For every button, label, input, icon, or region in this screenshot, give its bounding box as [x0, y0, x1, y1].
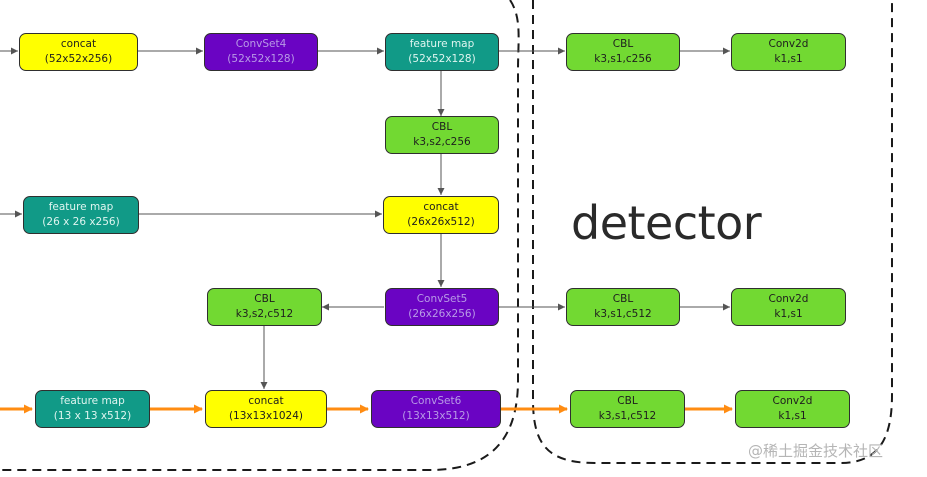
- neck-region-outline: [0, 0, 520, 471]
- node-detail: k1,s1: [774, 53, 803, 65]
- node-detail: k1,s1: [778, 410, 807, 422]
- watermark-text: @稀土掘金技术社区: [748, 442, 884, 460]
- node-title: CBL: [431, 121, 453, 133]
- node-title: ConvSet5: [416, 293, 468, 305]
- node-title: concat: [248, 395, 284, 407]
- conv2d-26-node: Conv2d k1,s1: [731, 288, 846, 326]
- cbl-13-node: CBL k3,s1,c512: [570, 390, 685, 428]
- node-detail: (26x26x512): [407, 216, 475, 228]
- node-title: feature map: [409, 38, 475, 50]
- node-title: concat: [423, 201, 459, 213]
- node-title: CBL: [617, 395, 638, 407]
- node-detail: (52x52x128): [408, 53, 476, 65]
- node-detail: k3,s1,c256: [594, 53, 652, 65]
- node-title: concat: [60, 38, 97, 50]
- node-detail: (13x13x1024): [228, 410, 304, 422]
- cbl-52-node: CBL k3,s1,c256: [566, 33, 680, 71]
- node-title: feature map: [60, 395, 125, 407]
- node-detail: (52x52x256): [44, 53, 113, 65]
- concat-52-node: concat (52x52x256): [19, 33, 138, 71]
- node-title: CBL: [612, 293, 634, 305]
- featuremap-26-node: feature map (26 x 26 x256): [23, 196, 139, 234]
- concat-13-node: concat (13x13x1024): [205, 390, 327, 428]
- featuremap-13-node: feature map (13 x 13 x512): [35, 390, 150, 428]
- node-title: Conv2d: [768, 38, 809, 50]
- featuremap-52-node: feature map (52x52x128): [385, 33, 499, 71]
- node-title: ConvSet6: [410, 395, 462, 407]
- convset4-node: ConvSet4 (52x52x128): [204, 33, 318, 71]
- node-detail: (13x13x512): [402, 410, 470, 422]
- convset6-node: ConvSet6 (13x13x512): [371, 390, 501, 428]
- cbl-26-node: CBL k3,s1,c512: [566, 288, 680, 326]
- node-detail: k3,s1,c512: [594, 308, 652, 320]
- node-detail: (26x26x256): [408, 308, 476, 320]
- node-detail: k3,s1,c512: [598, 410, 657, 422]
- cbl-down-512-node: CBL k3,s2,c512: [207, 288, 322, 326]
- node-detail: (26 x 26 x256): [42, 216, 120, 228]
- node-title: ConvSet4: [235, 38, 287, 50]
- node-detail: (13 x 13 x512): [53, 410, 132, 422]
- node-detail: (52x52x128): [227, 53, 295, 65]
- node-detail: k3,s2,c256: [413, 136, 471, 148]
- node-detail: k3,s2,c512: [235, 308, 294, 320]
- conv2d-13-node: Conv2d k1,s1: [735, 390, 850, 428]
- detector-region-outline: [532, 0, 893, 464]
- node-title: CBL: [612, 38, 634, 50]
- node-detail: k1,s1: [774, 308, 803, 320]
- node-title: Conv2d: [772, 395, 813, 407]
- concat-26-node: concat (26x26x512): [383, 196, 499, 234]
- node-title: Conv2d: [768, 293, 809, 305]
- node-title: feature map: [48, 201, 114, 213]
- cbl-down-256-node: CBL k3,s2,c256: [385, 116, 499, 154]
- convset5-node: ConvSet5 (26x26x256): [385, 288, 499, 326]
- node-title: CBL: [254, 293, 275, 305]
- detector-label: detector: [571, 196, 762, 250]
- conv2d-52-node: Conv2d k1,s1: [731, 33, 846, 71]
